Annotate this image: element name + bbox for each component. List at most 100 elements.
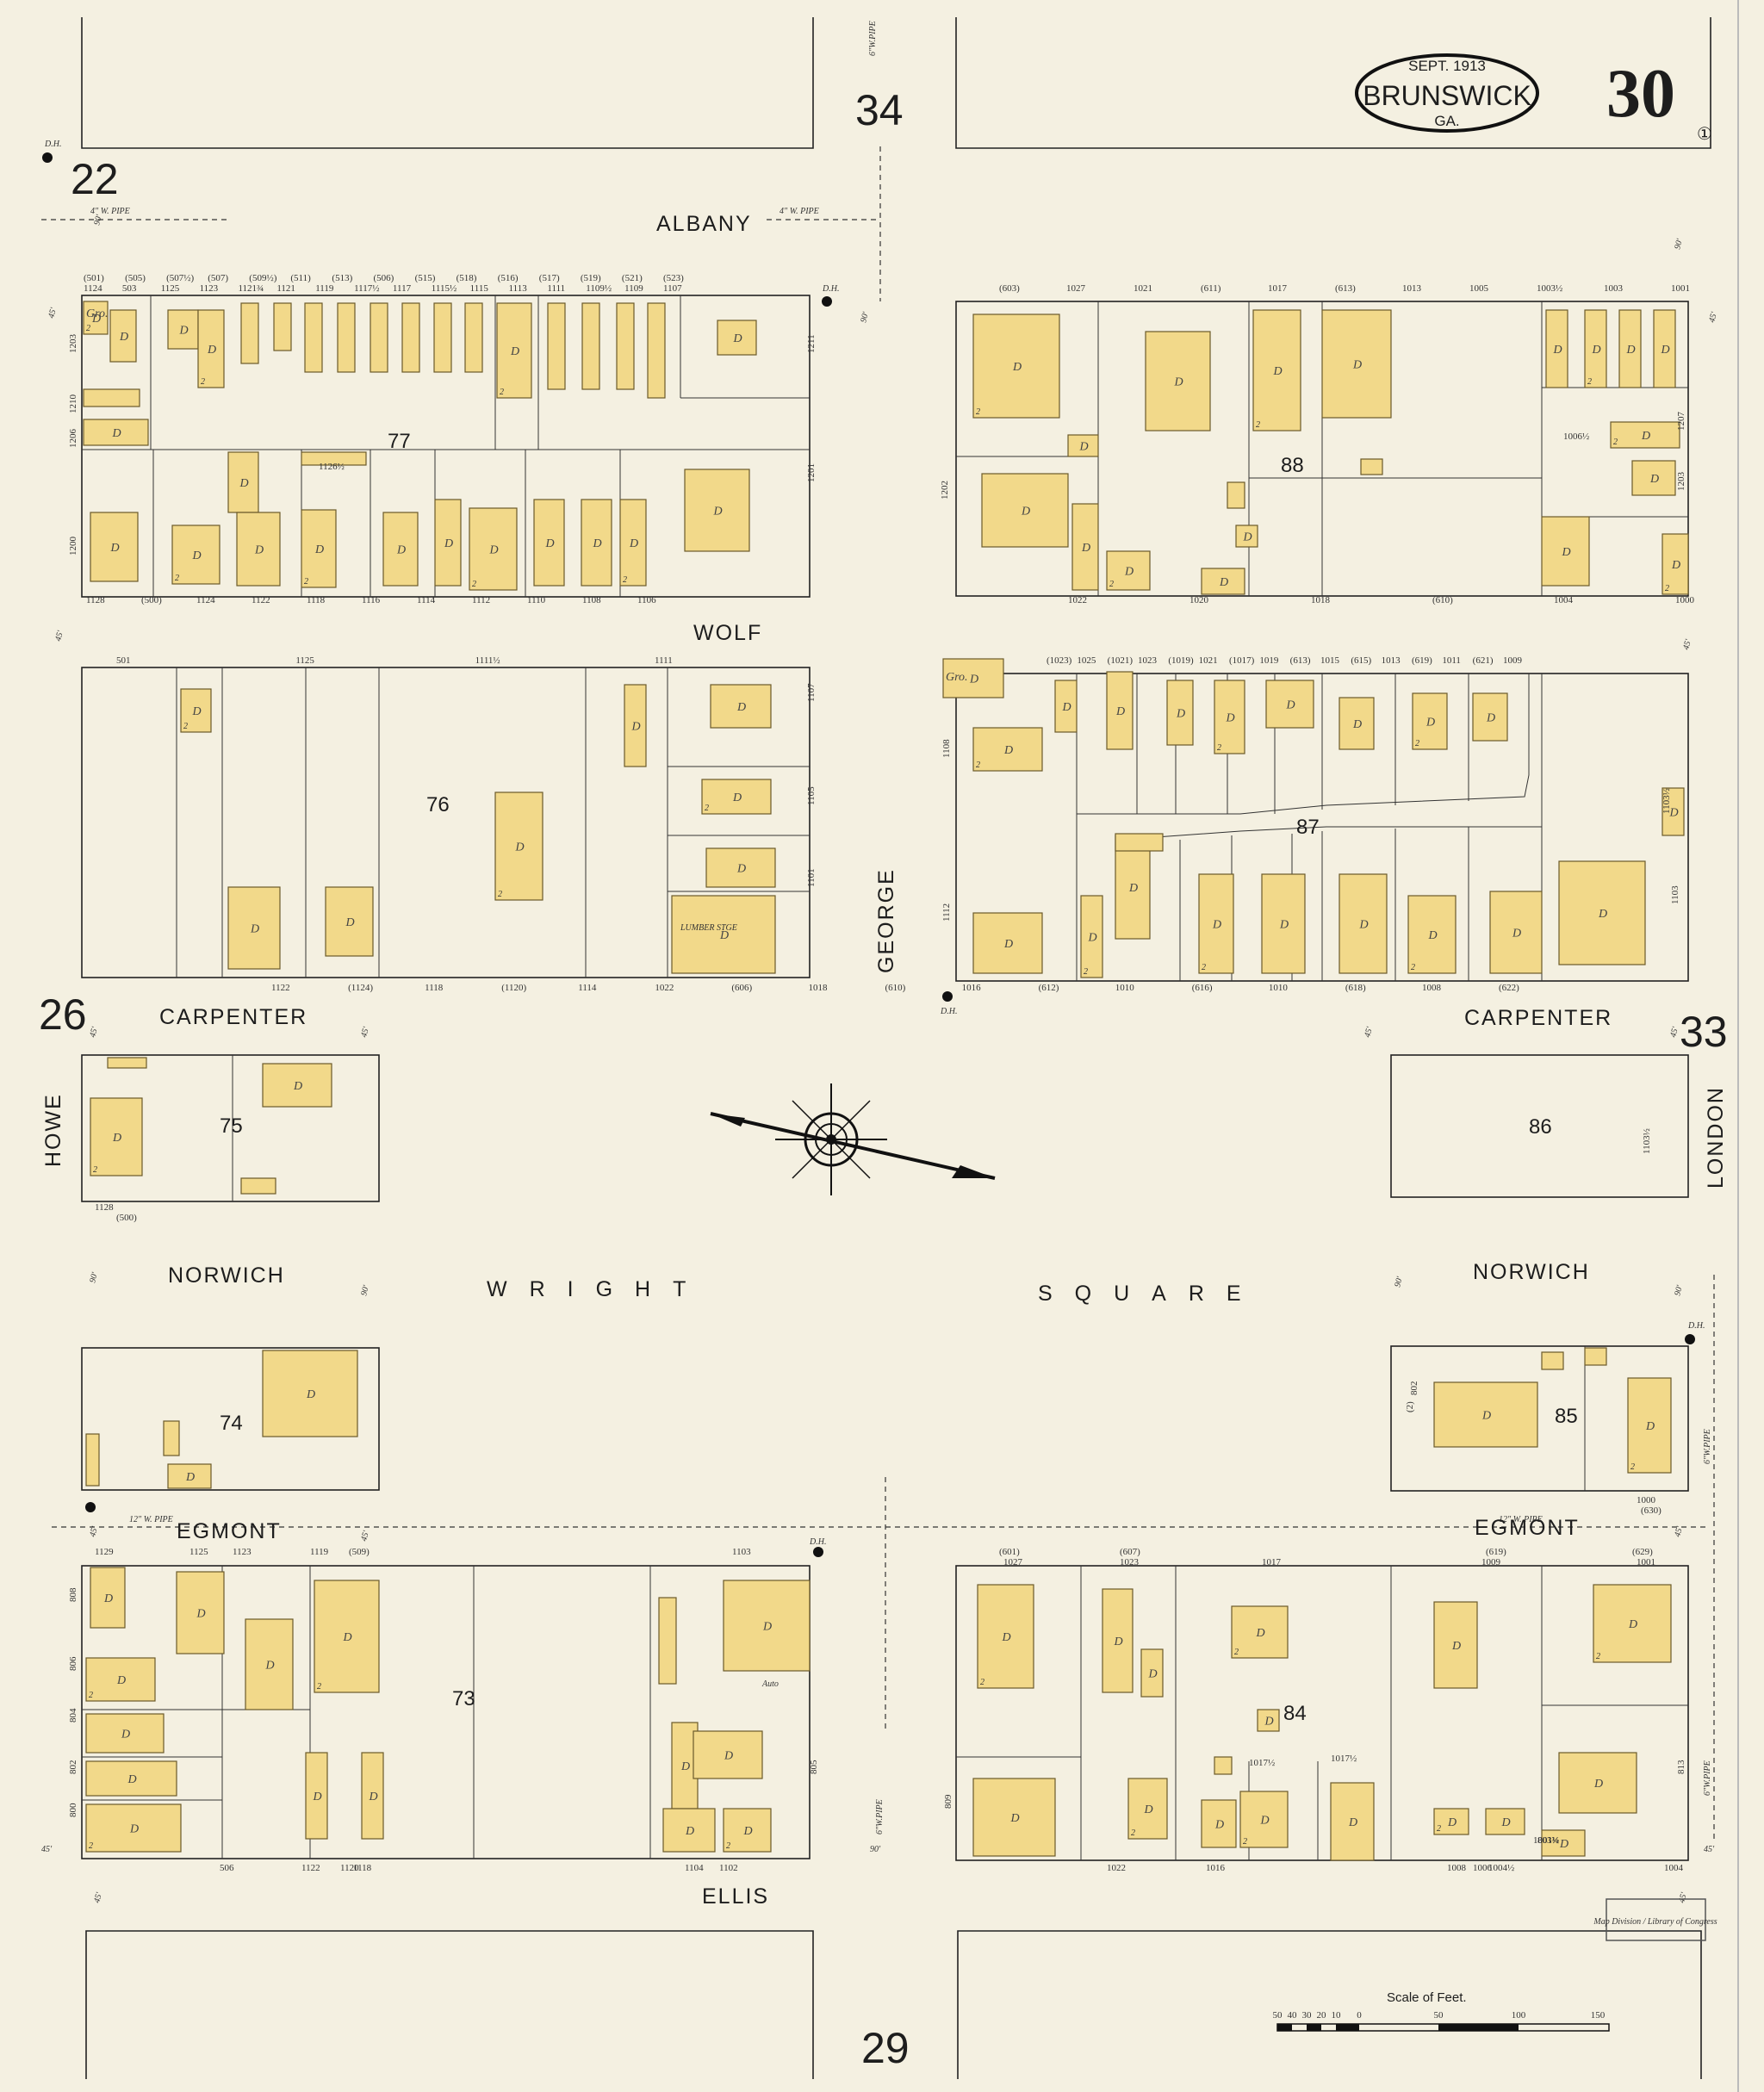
address-label: 809 bbox=[943, 1794, 953, 1809]
sheet-number: 30 bbox=[1606, 56, 1675, 132]
block-84: 84 bbox=[955, 1565, 1689, 1861]
dwelling-mark: D bbox=[196, 1608, 206, 1621]
address-label: (1021) bbox=[1108, 655, 1134, 666]
dwelling-mark: D bbox=[1626, 344, 1636, 357]
address-label: 1027 bbox=[1066, 283, 1086, 294]
hydrant-label: D.H. bbox=[940, 1007, 957, 1016]
hydrant-label: D.H. bbox=[44, 140, 61, 149]
street-width: 45' bbox=[1677, 1890, 1689, 1903]
address-label: 1003 bbox=[1604, 283, 1624, 294]
address-label: 808 bbox=[68, 1587, 78, 1602]
address-label: 1020 bbox=[1189, 595, 1209, 605]
two-story-mark: 2 bbox=[1084, 967, 1088, 977]
dwelling-mark: D bbox=[1501, 1816, 1511, 1829]
address-label: 1006½ bbox=[1563, 431, 1589, 442]
street-wolf: WOLF bbox=[693, 621, 762, 645]
dwelling-mark: D bbox=[254, 544, 264, 557]
address-label: 1207 bbox=[1676, 412, 1686, 431]
scale-segment bbox=[1438, 2024, 1519, 2031]
two-story-mark: 2 bbox=[1665, 584, 1669, 593]
address-label: 1110 bbox=[527, 595, 546, 605]
address-label: 1125 bbox=[161, 283, 180, 294]
address-label: 1106 bbox=[637, 595, 656, 605]
address-label: 1122 bbox=[252, 595, 270, 605]
pipe-label-egmont-west: 12" W. PIPE bbox=[129, 1515, 173, 1524]
address-label: 1010 bbox=[1115, 983, 1135, 993]
two-story-mark: 2 bbox=[472, 580, 476, 589]
street-albany: ALBANY bbox=[656, 212, 752, 236]
two-story-mark: 2 bbox=[498, 890, 502, 899]
dwelling-mark: D bbox=[1214, 1819, 1224, 1832]
address-label: 1004½ bbox=[1488, 1863, 1514, 1873]
two-story-mark: 2 bbox=[623, 575, 627, 585]
address-label: 1211 bbox=[806, 334, 817, 353]
street-width: 45' bbox=[88, 1524, 100, 1537]
street-width: 45' bbox=[92, 1890, 104, 1903]
scale-tick: 40 bbox=[1288, 2010, 1298, 2021]
pipe-label-london: 6"W.PIPE bbox=[1703, 1429, 1712, 1464]
address-label: 1125 bbox=[295, 655, 314, 666]
address-label: 1111 bbox=[655, 655, 673, 666]
street-width: 45' bbox=[1673, 1524, 1685, 1537]
pipe-label-george-north: 6"W.PIPE bbox=[868, 21, 878, 56]
dwelling-mark: D bbox=[545, 537, 555, 550]
address-label: 1017½ bbox=[1331, 1754, 1357, 1764]
dwelling-mark: D bbox=[396, 544, 406, 557]
address-label: (509½) bbox=[249, 273, 276, 283]
dwelling-mark: D bbox=[103, 1592, 113, 1605]
address-label: 1021 bbox=[1134, 283, 1152, 294]
address-label: 1109½ bbox=[586, 283, 612, 294]
dwelling-mark: D bbox=[1553, 344, 1562, 357]
street-width: 90' bbox=[1393, 1275, 1405, 1288]
address-label: 1017 bbox=[1262, 1557, 1282, 1567]
dwelling-mark: D bbox=[1010, 1812, 1020, 1825]
address-label: (511) bbox=[290, 273, 311, 283]
two-story-mark: 2 bbox=[1630, 1462, 1635, 1472]
address-label: 1114 bbox=[578, 983, 597, 993]
dwelling-mark: D bbox=[265, 1660, 275, 1673]
dwelling-mark: D bbox=[1352, 359, 1362, 372]
two-story-mark: 2 bbox=[183, 722, 188, 731]
address-label: 1118 bbox=[307, 595, 326, 605]
two-story-mark: 2 bbox=[175, 574, 179, 583]
address-label: 1000 bbox=[1675, 595, 1695, 605]
dwelling-mark: D bbox=[733, 332, 742, 345]
block-number-85: 85 bbox=[1555, 1405, 1578, 1428]
dwelling-mark: D bbox=[1062, 701, 1071, 714]
dwelling-mark: D bbox=[1079, 441, 1089, 454]
dwelling-mark: D bbox=[1593, 1778, 1603, 1791]
dwelling-mark: D bbox=[1562, 546, 1571, 559]
dwelling-mark: D bbox=[515, 841, 525, 854]
dwelling-mark: D bbox=[369, 1791, 378, 1803]
street-width: 90' bbox=[1673, 237, 1685, 250]
dwelling-mark: D bbox=[192, 705, 202, 718]
scale-tick: 50 bbox=[1434, 2010, 1444, 2021]
address-label: 802 bbox=[68, 1760, 78, 1775]
address-label: 1109 bbox=[624, 283, 643, 294]
two-story-mark: 2 bbox=[1109, 580, 1114, 589]
scale-segment bbox=[1277, 2024, 1292, 2031]
address-label: 1005 bbox=[1469, 283, 1489, 294]
address-label: 1009 bbox=[1503, 655, 1523, 666]
address-label: (501) bbox=[84, 273, 104, 283]
address-label: 1122 bbox=[271, 983, 290, 993]
address-label: (607) bbox=[1120, 1547, 1140, 1557]
address-label: 1103 bbox=[1670, 885, 1680, 904]
dwelling-mark: D bbox=[1425, 717, 1435, 729]
address-label: 1121¾ bbox=[238, 283, 264, 294]
address-label: 1010 bbox=[1269, 983, 1289, 993]
pipe-label-london-south: 6"W.PIPE bbox=[1703, 1760, 1712, 1796]
address-label: 1124 bbox=[196, 595, 215, 605]
dwelling-mark: D bbox=[207, 344, 216, 357]
dwelling-mark: D bbox=[1002, 1631, 1011, 1644]
address-label: 1112 bbox=[941, 903, 952, 922]
dwelling-mark: D bbox=[1279, 919, 1289, 932]
address-label: 1017½ bbox=[1249, 1758, 1275, 1768]
two-story-mark: 2 bbox=[86, 324, 90, 333]
dwelling-mark: D bbox=[1598, 908, 1607, 921]
address-label: (619) bbox=[1412, 655, 1432, 666]
address-label: 1108 bbox=[582, 595, 601, 605]
